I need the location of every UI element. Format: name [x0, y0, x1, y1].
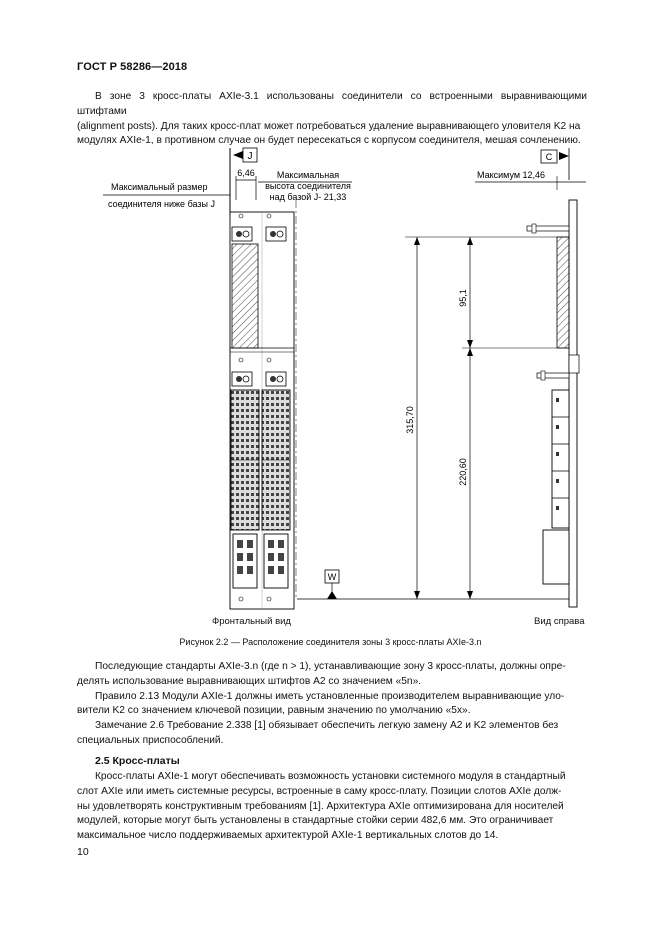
right-view-label: Вид справа [534, 616, 585, 627]
right-view: C Максимум 12,46 [475, 148, 586, 608]
dim-31570-label: 315,70 [405, 406, 415, 434]
body-line: делять использование выравнивающих штифт… [77, 675, 422, 687]
dimension-lines: 315,70 95,1 220,60 [405, 236, 570, 599]
zone3-connector-hatch [231, 243, 259, 349]
connector-figure: J 6,46 Максимальный размер соединителя н… [103, 147, 586, 610]
max-height-label-2: высота соединителя [265, 181, 351, 191]
datum-j-label: J [248, 151, 253, 162]
dim-22060-label: 220,60 [458, 458, 468, 486]
power-connector-profile [542, 529, 570, 585]
section-line: Кросс-платы AXIe-1 могут обеспечивать во… [95, 771, 566, 782]
dim-951-label: 95,1 [458, 289, 468, 307]
alignment-post [536, 372, 570, 379]
body-paragraphs: Последующие стандарты AXIe-3.n (где n > … [77, 660, 587, 749]
datum-w-label: W [328, 572, 337, 582]
datum-w: W [324, 569, 340, 599]
max-1246-label: Максимум 12,46 [477, 170, 545, 180]
power-connector-left [232, 533, 258, 589]
intro-line: модулях AXIe-1, в противном случае он бу… [77, 135, 581, 147]
front-view: J 6,46 Максимальный размер соединителя н… [103, 147, 352, 610]
figure-caption: Рисунок 2.2 — Расположение соединителя з… [179, 637, 482, 647]
board-edge [568, 199, 578, 608]
datum-j-box [242, 147, 258, 163]
body-line: вители K2 со значением ключевой позиции,… [77, 705, 471, 717]
section-line: ны удовлетворять конструктивным требован… [77, 800, 564, 812]
datum-j-arrow [233, 151, 243, 159]
zone3-connector-profile [556, 236, 570, 349]
page-number: 10 [77, 846, 89, 858]
document-header: ГОСТ Р 58286—2018 [77, 61, 188, 73]
power-connector-right [263, 533, 289, 589]
body-line: Замечание 2.6 Требование 2.338 [1] обязы… [95, 720, 559, 732]
body-line: Последующие стандарты AXIe-3.n (где n > … [95, 661, 566, 672]
dim-646-label: 6,46 [237, 168, 255, 178]
intro-paragraph: В зоне 3 кросс-платы AXIe-3.1 использова… [77, 90, 587, 149]
zone2-connector-profile [551, 389, 570, 529]
intro-line: (alignment posts). Для таких кросс-плат … [77, 120, 581, 132]
section-line: слот AXIe или иметь системные ресурсы, в… [77, 785, 562, 797]
intro-line: В зоне 3 кросс-платы AXIe-3.1 использова… [77, 91, 587, 117]
max-height-label-1: Максимальная [277, 170, 339, 180]
max-size-label-2: соединителя ниже базы J [108, 199, 215, 209]
section-line: модулей, которые могут быть установлены … [77, 815, 554, 827]
body-line: специальных приспособлений. [77, 734, 224, 746]
datum-c-label: C [546, 152, 553, 162]
section-paragraph: Кросс-платы AXIe-1 могут обеспечивать во… [77, 770, 587, 844]
body-line: Правило 2.13 Модули AXIe-1 должны иметь … [95, 690, 565, 702]
alignment-post [526, 225, 570, 232]
max-height-label-3: над базой J- 21,33 [270, 192, 347, 202]
section-title: 2.5 Кросс-платы [95, 755, 180, 767]
front-view-label: Фронтальный вид [212, 616, 291, 627]
max-size-label-1: Максимальный размер [111, 182, 208, 192]
section-line: максимальное число поддерживаемых архите… [77, 830, 499, 842]
